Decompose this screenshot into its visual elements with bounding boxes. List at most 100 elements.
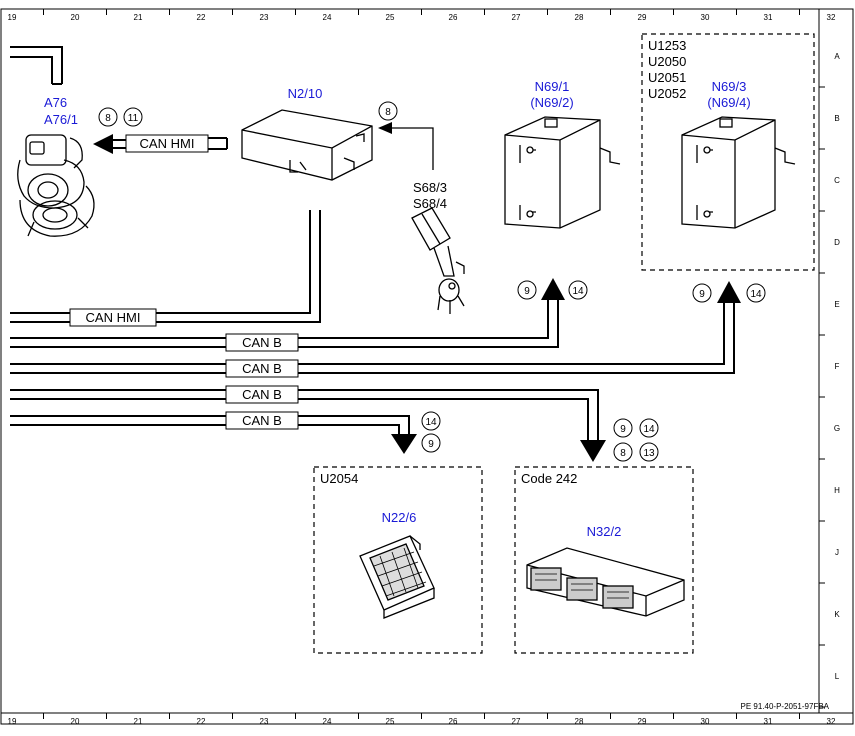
- code-u2052: U2052: [648, 86, 686, 101]
- ruler-row-H: H: [834, 486, 840, 495]
- a76-1-label: A76/1: [44, 112, 78, 127]
- n69-3-label[interactable]: N69/3: [712, 79, 747, 94]
- control-unit-n69-3-icon[interactable]: [681, 116, 796, 229]
- code-u2051: U2051: [648, 70, 686, 85]
- ruler-column-23: 23: [260, 13, 269, 22]
- a76-component[interactable]: A76 A76/1: [17, 95, 95, 237]
- code-box-u2054: [313, 466, 483, 654]
- ruler-column-32: 32: [827, 13, 836, 22]
- can-b-label-3: CAN B: [242, 387, 282, 402]
- marker-circle-n69-1-9: [517, 280, 537, 300]
- marker-n69-1-9: 9: [524, 286, 530, 297]
- ruler-row-J: J: [835, 548, 839, 557]
- marker-n32-2-13: 13: [643, 448, 655, 459]
- marker-n69-3-14: 14: [750, 289, 762, 300]
- s68-signal-line: [378, 122, 434, 170]
- control-unit-n2-10-icon[interactable]: [241, 109, 373, 181]
- arrow-left-small-icon: [378, 122, 392, 134]
- arrow-down-n32-2-icon: [580, 440, 606, 462]
- marker-circle-n69-3-9: [692, 283, 712, 303]
- can-hmi-top-label: CAN HMI: [140, 136, 195, 151]
- ruler-column-21: 21: [134, 717, 143, 726]
- ruler-column-19: 19: [8, 717, 17, 726]
- marker-n69-3-9: 9: [699, 289, 705, 300]
- n69-4-label[interactable]: (N69/4): [707, 95, 750, 110]
- marker-circle-a76-11: [123, 107, 143, 127]
- marker-s68-8: 8: [385, 107, 391, 118]
- ruler-column-25: 25: [386, 717, 395, 726]
- ruler-column-29: 29: [638, 717, 647, 726]
- can-hmi-top-bus: [93, 134, 228, 154]
- marker-a76-11: 11: [128, 113, 139, 124]
- marker-circle-n32-2-14: [639, 418, 659, 438]
- s68-4-label: S68/4: [413, 196, 447, 211]
- marker-circle-n32-2-8: [613, 442, 633, 462]
- marker-circle-n69-3-14: [746, 283, 766, 303]
- code-box-code-242: [514, 466, 694, 654]
- marker-circle-n32-2-9: [613, 418, 633, 438]
- arrow-down-n22-6-icon: [391, 434, 417, 454]
- can-b-label-2: CAN B: [242, 361, 282, 376]
- code-u2050: U2050: [648, 54, 686, 69]
- control-unit-n69-1-icon[interactable]: [504, 116, 621, 229]
- n2-10-label[interactable]: N2/10: [288, 86, 323, 101]
- code-u1253: U1253: [648, 38, 686, 53]
- ruler-column-26: 26: [449, 717, 458, 726]
- seat-belt-buckle-icon[interactable]: [411, 207, 465, 314]
- marker-circle-n32-2-13: [639, 442, 659, 462]
- can-hmi-left-bus: [10, 210, 321, 323]
- n69-1-label[interactable]: N69/1: [535, 79, 570, 94]
- can-hmi-left-label: CAN HMI: [86, 310, 141, 325]
- s68-3-label: S68/3: [413, 180, 447, 195]
- n22-6-label[interactable]: N22/6: [382, 510, 417, 525]
- marker-n32-2-14: 14: [643, 424, 655, 435]
- can-b-bus-3: [10, 389, 599, 440]
- diagram-frame: [0, 8, 854, 725]
- ruler-column-20: 20: [71, 717, 80, 726]
- arrow-left-icon: [93, 134, 113, 154]
- ruler-column-29: 29: [638, 13, 647, 22]
- ruler-row-K: K: [834, 610, 840, 619]
- code-box-top-right: [641, 33, 815, 271]
- ruler-column-31: 31: [764, 717, 773, 726]
- ruler-row-C: C: [834, 176, 840, 185]
- marker-a76-8: 8: [105, 113, 111, 124]
- n69-2-label[interactable]: (N69/2): [530, 95, 573, 110]
- ruler-column-21: 21: [134, 13, 143, 22]
- ruler-column-20: 20: [71, 13, 80, 22]
- ruler-column-31: 31: [764, 13, 773, 22]
- marker-n32-2-9: 9: [620, 424, 626, 435]
- ruler-row-L: L: [835, 672, 840, 681]
- ruler-column-30: 30: [701, 717, 710, 726]
- marker-n22-6-9: 9: [428, 439, 434, 450]
- marker-circle-s68-8: [378, 101, 398, 121]
- ruler-column-23: 23: [260, 717, 269, 726]
- ruler-column-24: 24: [323, 13, 332, 22]
- marker-circle-n69-1-14: [568, 280, 588, 300]
- arrow-up-n69-1-icon: [541, 278, 565, 300]
- control-unit-n32-2-icon[interactable]: [526, 547, 685, 617]
- ruler-row-D: D: [834, 238, 840, 247]
- ruler-column-28: 28: [575, 717, 584, 726]
- ruler-column-30: 30: [701, 13, 710, 22]
- marker-n32-2-8: 8: [620, 448, 626, 459]
- ruler-column-22: 22: [197, 717, 206, 726]
- n32-2-label[interactable]: N32/2: [587, 524, 622, 539]
- code-u2054: U2054: [320, 471, 358, 486]
- ruler-row-B: B: [834, 114, 839, 123]
- drawing-reference: PE 91.40-P-2051-97FBA: [741, 702, 830, 711]
- marker-circle-n22-6-9: [421, 433, 441, 453]
- can-b-label-4: CAN B: [242, 413, 282, 428]
- code-242: Code 242: [521, 471, 577, 486]
- sensor-module-n22-6-icon[interactable]: [359, 535, 435, 619]
- ruler-row-F: F: [835, 362, 840, 371]
- a76-label: A76: [44, 95, 67, 110]
- ruler-column-22: 22: [197, 13, 206, 22]
- ruler-row-E: E: [834, 300, 839, 309]
- can-b-label-1: CAN B: [242, 335, 282, 350]
- ruler-column-26: 26: [449, 13, 458, 22]
